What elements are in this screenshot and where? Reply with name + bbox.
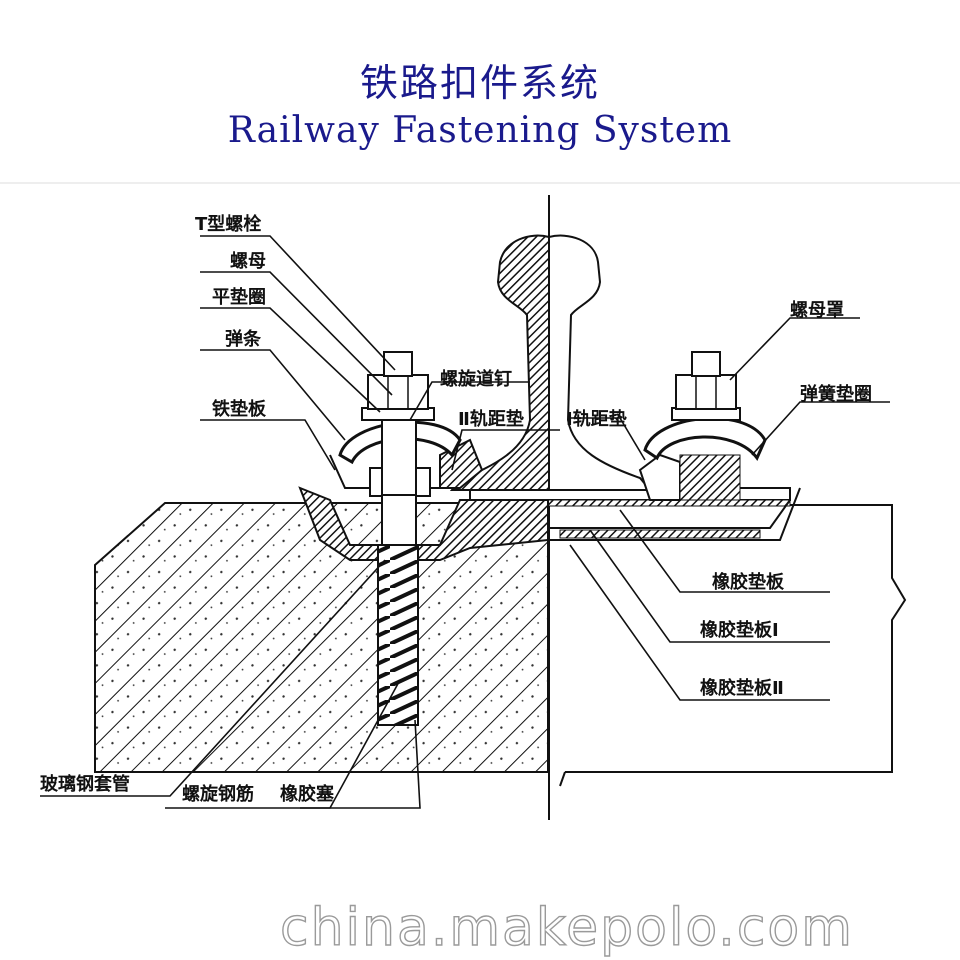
title-english: Railway Fastening System <box>227 110 733 151</box>
label-rubber-pad-1: 橡胶垫板Ⅰ <box>700 619 779 641</box>
label-glass-fiber-sleeve: 玻璃钢套管 <box>40 773 130 795</box>
label-nut: 螺母 <box>230 251 266 272</box>
label-rubber-plug: 橡胶塞 <box>280 783 335 805</box>
label-nut-cap: 螺母罩 <box>790 300 844 321</box>
title-chinese: 铁路扣件系统 <box>359 61 600 105</box>
label-spiral-steel-bar: 螺旋钢筋 <box>182 783 254 805</box>
label-flat-washer: 平垫圈 <box>212 286 266 308</box>
label-spring-washer: 弹簧垫圈 <box>800 383 872 405</box>
label-t-bolt: T型螺栓 <box>195 213 261 235</box>
label-spring-clip: 弹条 <box>225 328 262 350</box>
leader-lines <box>40 235 890 809</box>
label-rubber-pad: 橡胶垫板 <box>712 571 785 593</box>
t-bolt-assembly-left <box>338 351 462 726</box>
label-gauge-block-left: Ⅱ轨距垫 <box>458 408 524 430</box>
iron-base-plate-section <box>298 486 549 561</box>
watermark-text: china.makepolo.com <box>279 897 854 958</box>
label-screw-spike: 螺旋道钉 <box>440 368 512 390</box>
label-rubber-pad-2: 橡胶垫板Ⅱ <box>700 677 784 699</box>
label-gauge-block-right: Ⅰ轨距垫 <box>566 408 627 430</box>
t-bolt-assembly-right <box>643 351 767 501</box>
sleeper-elevation <box>552 504 907 773</box>
rail-right-half <box>548 234 653 491</box>
label-iron-base-plate: 铁垫板 <box>212 398 267 420</box>
